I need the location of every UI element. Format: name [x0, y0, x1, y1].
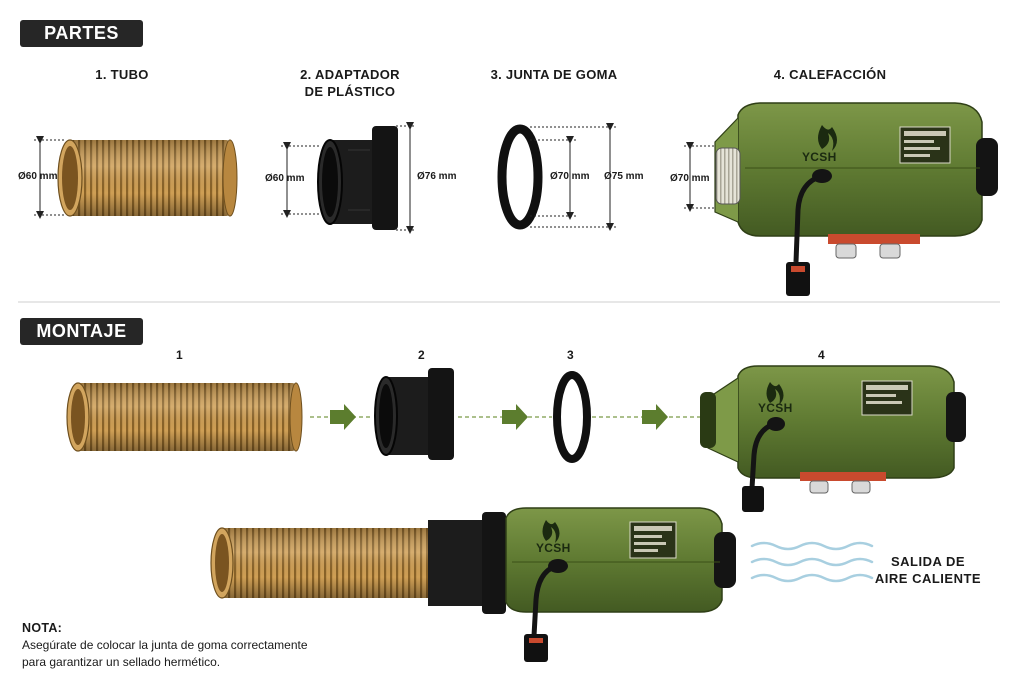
assembled-unit-illustration — [210, 507, 736, 662]
arrow-1-to-2 — [330, 404, 356, 430]
part-gasket-illustration — [497, 124, 543, 230]
arrow-2-to-3 — [502, 404, 528, 430]
part-2-title-line2: DE PLÁSTICO — [304, 84, 396, 99]
step-3-number: 3 — [567, 348, 574, 362]
step3-gasket-illustration — [553, 371, 591, 463]
step-1-number: 1 — [176, 348, 183, 362]
gasket-inner-diameter-label: Ø70 mm — [550, 171, 590, 182]
note-line2: para garantizar un sellado hermético. — [22, 655, 221, 669]
step2-adapter-illustration — [374, 368, 454, 460]
gasket-dimension-lines — [530, 123, 616, 231]
part-tube-illustration — [57, 139, 238, 217]
assembly-section-tag: MONTAJE — [20, 318, 143, 345]
adapter-inner-diameter-label: Ø60 mm — [265, 173, 305, 184]
part-1-title: 1. TUBO — [95, 67, 149, 82]
heater-inlet-diameter-label: Ø70 mm — [670, 173, 710, 184]
part-2-title-line1: 2. ADAPTADOR — [300, 67, 400, 82]
tube-dimension-line — [34, 136, 66, 219]
arrow-3-to-4 — [642, 404, 668, 430]
part-adapter-illustration — [317, 126, 398, 230]
note-line1: Asegúrate de colocar la junta de goma co… — [22, 638, 308, 652]
adapter-dimension-lines — [281, 122, 416, 234]
hot-air-output-line1: SALIDA DE — [890, 554, 966, 569]
note-block: NOTA: Asegúrate de colocar la junta de g… — [22, 620, 308, 671]
brand-logo-text-part: YCSH — [802, 150, 837, 164]
step-2-number: 2 — [418, 348, 425, 362]
flow-arrows — [310, 404, 700, 430]
part-2-title: 2. ADAPTADOR DE PLÁSTICO — [280, 66, 420, 100]
step4-heater-illustration — [700, 365, 966, 512]
gasket-outer-diameter-label: Ø75 mm — [604, 171, 644, 182]
step1-tube-illustration — [66, 382, 303, 452]
part-heater-illustration — [714, 102, 998, 296]
step-4-number: 4 — [818, 348, 825, 362]
heater-dimension-line — [684, 142, 716, 212]
brand-logo-text-step: YCSH — [758, 401, 793, 415]
parts-section-tag: PARTES — [20, 20, 143, 47]
part-4-title: 4. CALEFACCIÓN — [773, 67, 887, 82]
hot-air-output-label: SALIDA DE AIRE CALIENTE — [866, 553, 990, 587]
tube-diameter-label: Ø60 mm — [18, 171, 58, 182]
adapter-outer-diameter-label: Ø76 mm — [417, 171, 457, 182]
hot-air-output-line2: AIRE CALIENTE — [874, 571, 982, 586]
note-title: NOTA: — [22, 621, 63, 635]
brand-logo-text-assembled: YCSH — [536, 541, 571, 555]
part-3-title: 3. JUNTA DE GOMA — [490, 67, 618, 82]
hot-air-waves — [750, 541, 874, 583]
